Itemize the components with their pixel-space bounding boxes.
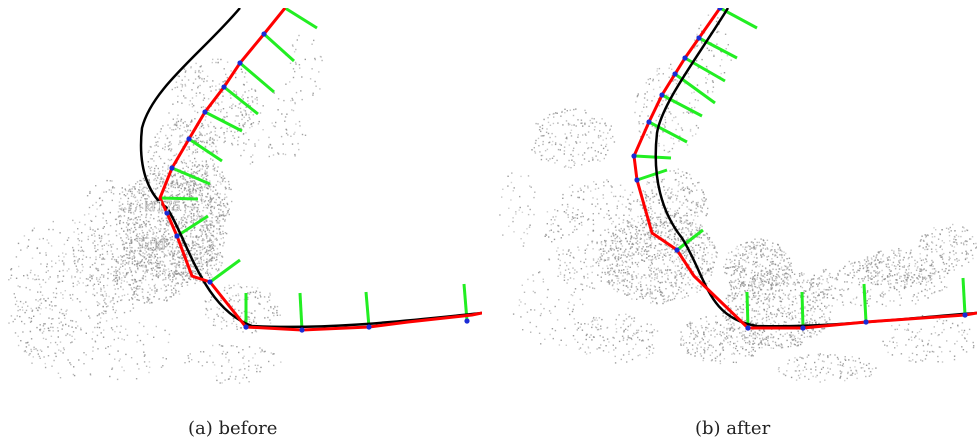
keyframe-axis: [209, 258, 241, 284]
keyframe-axis: [676, 228, 704, 252]
keyframe-node: [164, 210, 170, 216]
keyframe-node: [659, 92, 665, 98]
keyframe-node: [634, 177, 640, 183]
keyframe-node: [672, 71, 678, 77]
keyframe-node: [174, 233, 180, 239]
keyframe-axis: [262, 32, 296, 63]
keyframe-axis: [633, 154, 672, 160]
keyframe-node: [682, 55, 688, 61]
point-cloud-map-before: kf175 kf: [8, 8, 482, 384]
point-cloud-map-after: [499, 8, 977, 383]
keyframe-axis: [284, 8, 318, 30]
keyframe-axis: [800, 291, 805, 329]
estimated-trajectory: [158, 8, 482, 332]
keyframe-axis: [298, 292, 304, 331]
caption-before: (a) before: [188, 418, 278, 439]
keyframe-axis: [961, 277, 967, 316]
subfigure-before: kf175 kf: [2, 8, 482, 392]
keyframe-node: [186, 136, 192, 142]
keyframe-node: [646, 119, 652, 125]
keyframe-axis: [648, 120, 688, 144]
keyframe-node: [717, 8, 723, 11]
keyframe-node: [464, 318, 470, 324]
keyframe-node: [962, 312, 968, 318]
keyframe-axis: [862, 283, 868, 323]
keyframe-axis: [239, 61, 275, 94]
keyframe-node: [745, 325, 751, 331]
keyframe-axis: [204, 110, 243, 133]
keyframe-axis: [188, 137, 223, 163]
keyframe-node: [631, 153, 637, 159]
keyframe-axis: [674, 72, 716, 105]
keyframe-axis: [636, 168, 668, 182]
keyframe-node: [863, 319, 869, 325]
reference-trajectory: [139, 8, 482, 329]
keyframe-nodes: [631, 8, 968, 331]
keyframe-node: [696, 35, 702, 41]
keyframe-node: [299, 327, 305, 333]
keyframe-nodes: [164, 31, 470, 333]
keyframe-node: [366, 324, 372, 330]
caption-after: (b) after: [695, 418, 771, 439]
reference-trajectory: [654, 8, 977, 328]
keyframe-axis: [364, 291, 371, 328]
keyframe-axes: [159, 8, 469, 331]
keyframe-axis: [171, 166, 211, 186]
keyframe-node: [243, 324, 249, 330]
keyframe-node: [674, 247, 680, 253]
keyframe-axis: [698, 36, 738, 60]
keyframe-axis: [661, 93, 703, 118]
point-cloud: [499, 14, 977, 383]
keyframe-label: kf175: [144, 200, 181, 215]
keyframe-node: [169, 165, 175, 171]
keyframe-node: [800, 325, 806, 331]
keyframe-node: [202, 109, 208, 115]
keyframe-axis: [745, 291, 750, 329]
keyframe-axis: [176, 214, 209, 238]
keyframe-label: kf: [154, 238, 167, 253]
subfigure-after: [497, 8, 977, 392]
keyframe-axis: [223, 85, 259, 116]
keyframe-node: [261, 31, 267, 37]
keyframe-node: [237, 60, 243, 66]
keyframe-axis: [159, 196, 199, 201]
keyframe-node: [221, 84, 227, 90]
keyframe-node: [207, 279, 213, 285]
estimated-trajectory: [632, 8, 977, 330]
